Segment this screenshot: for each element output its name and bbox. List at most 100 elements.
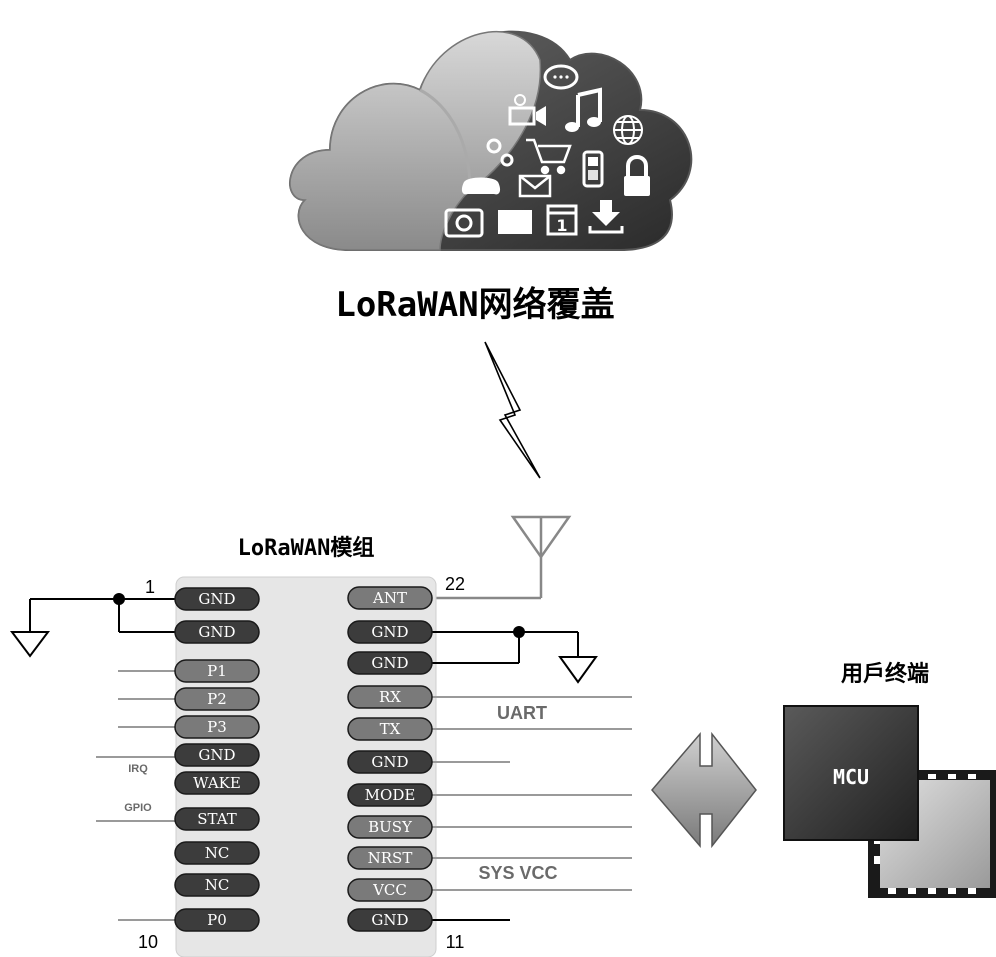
pin-shape bbox=[174, 715, 260, 739]
left-pin-7: WAKE bbox=[174, 771, 260, 795]
pin-shape bbox=[347, 783, 433, 807]
pin-shape bbox=[347, 815, 433, 839]
left-pin-6: GND bbox=[174, 743, 260, 767]
junction-dot bbox=[113, 593, 125, 605]
pin-label: P2 bbox=[207, 690, 227, 708]
pin-label: GND bbox=[371, 753, 408, 771]
gamepad-icon bbox=[461, 177, 501, 195]
pin-shape bbox=[347, 651, 433, 675]
pin-shape bbox=[174, 587, 260, 611]
pin-label: NC bbox=[205, 844, 230, 862]
pin-label: GND bbox=[371, 654, 408, 672]
pin-label: MODE bbox=[365, 786, 416, 804]
pin-shape bbox=[174, 908, 260, 932]
pin-shape bbox=[347, 620, 433, 644]
pin-label: P3 bbox=[207, 718, 227, 736]
calendar-icon: 1 bbox=[546, 204, 578, 236]
left-pin-9: NC bbox=[174, 841, 260, 865]
bidirectional-arrow-icon bbox=[651, 731, 757, 849]
user-terminal-title: 用戶终端 bbox=[841, 661, 929, 687]
wireless-link-icon bbox=[484, 341, 541, 479]
pin-label: GND bbox=[198, 590, 235, 608]
pin-shape bbox=[174, 743, 260, 767]
calendar-day-label: 1 bbox=[556, 216, 567, 235]
left-pin-3: P1 bbox=[174, 659, 260, 683]
mcu-chip-icon: MCU bbox=[783, 705, 919, 841]
pin-shape bbox=[347, 685, 433, 709]
right-pin-5: TX bbox=[347, 717, 433, 741]
chat-icon bbox=[543, 64, 579, 90]
sys-vcc-label: SYS VCC bbox=[478, 863, 557, 883]
pin-number-last: 22 bbox=[445, 574, 465, 594]
right-pin-6: GND bbox=[347, 750, 433, 774]
cloud-title: LoRaWAN网络覆盖 bbox=[335, 285, 614, 325]
left-pin-11: P0 bbox=[174, 908, 260, 932]
left-wiring bbox=[10, 598, 176, 658]
pin-shape bbox=[174, 659, 260, 683]
pin-shape bbox=[174, 841, 260, 865]
right-pin-column: ANT GND GND RX TX GND MODE BUSY NRST VCC GND bbox=[347, 586, 433, 932]
antenna-icon bbox=[432, 515, 572, 600]
lock-icon bbox=[624, 155, 650, 196]
left-pin-2: GND bbox=[174, 620, 260, 644]
pin-shape bbox=[174, 771, 260, 795]
pin-label: P1 bbox=[207, 662, 227, 680]
module-title: LoRaWAN模组 bbox=[238, 535, 375, 561]
right-pin-10: VCC bbox=[347, 878, 433, 902]
pin-shape bbox=[347, 878, 433, 902]
right-pin-7: MODE bbox=[347, 783, 433, 807]
pin-number-first: 1 bbox=[145, 577, 155, 597]
pin-shape bbox=[347, 846, 433, 870]
mail-icon bbox=[518, 174, 552, 198]
junction-dot bbox=[513, 626, 525, 638]
pin-label: GND bbox=[198, 746, 235, 764]
pin-shape bbox=[347, 586, 433, 610]
pin-label: NC bbox=[205, 876, 230, 894]
right-pin-3: GND bbox=[347, 651, 433, 675]
gpio-label: GPIO bbox=[124, 802, 152, 814]
pin-label: GND bbox=[371, 911, 408, 929]
pin-shape bbox=[347, 908, 433, 932]
pin-shape bbox=[174, 873, 260, 897]
pin-label: P0 bbox=[207, 911, 227, 929]
right-pin-8: BUSY bbox=[347, 815, 433, 839]
camera-icon bbox=[444, 208, 484, 238]
left-pin-10: NC bbox=[174, 873, 260, 897]
cloud-graphic: 1 bbox=[289, 30, 693, 251]
left-signal-lines bbox=[96, 670, 176, 921]
pin-label: NRST bbox=[368, 849, 413, 867]
right-pin-4: RX bbox=[347, 685, 433, 709]
video-camera-icon bbox=[508, 94, 546, 126]
mcu-label: MCU bbox=[833, 765, 869, 789]
music-note-icon bbox=[565, 87, 602, 132]
pin-shape bbox=[174, 620, 260, 644]
right-pin-9: NRST bbox=[347, 846, 433, 870]
shopping-cart-icon bbox=[526, 138, 572, 175]
pin-label: STAT bbox=[197, 810, 236, 828]
download-icon bbox=[588, 200, 624, 234]
pin-number-right-bottom: 11 bbox=[446, 932, 465, 952]
right-signal-lines bbox=[432, 696, 632, 891]
pin-shape bbox=[174, 807, 260, 831]
uart-label: UART bbox=[497, 703, 547, 723]
pin-shape bbox=[174, 687, 260, 711]
pin-number-left-bottom: 10 bbox=[138, 932, 158, 952]
mobile-phone-icon bbox=[582, 150, 604, 188]
pin-shape bbox=[347, 717, 433, 741]
left-pin-4: P2 bbox=[174, 687, 260, 711]
pin-label: VCC bbox=[372, 881, 407, 899]
pin-label: ANT bbox=[372, 589, 407, 607]
right-pin-2: GND bbox=[347, 620, 433, 644]
globe-icon bbox=[613, 115, 643, 145]
right-pin-11: GND bbox=[347, 908, 433, 932]
gears-icon bbox=[486, 138, 514, 167]
left-pin-8: STAT bbox=[174, 807, 260, 831]
pin-label: GND bbox=[198, 623, 235, 641]
pin-label: TX bbox=[380, 720, 401, 738]
right-pin-1: ANT bbox=[347, 586, 433, 610]
pin-label: GND bbox=[371, 623, 408, 641]
pin-label: RX bbox=[379, 688, 401, 706]
irq-label: IRQ bbox=[128, 763, 148, 775]
